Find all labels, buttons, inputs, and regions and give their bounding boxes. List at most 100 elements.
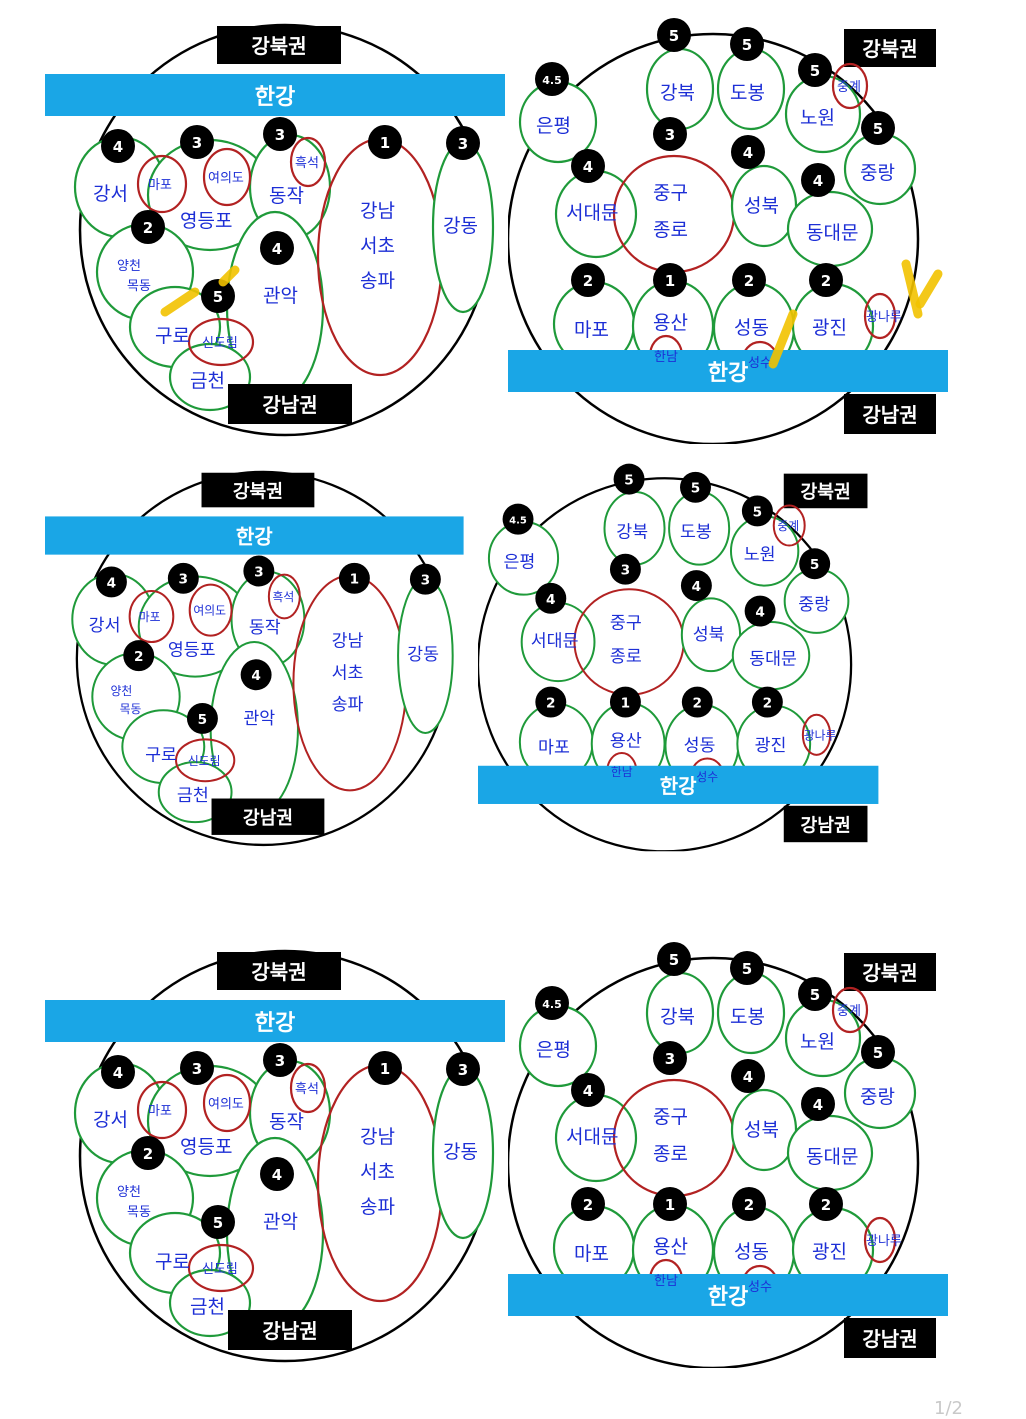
text-gangseo: 강서 (89, 616, 121, 636)
text-nowon: 노원 (744, 545, 776, 565)
text-nowon: 노원 (800, 1031, 835, 1053)
tier-badge-yeongdeungpo: 3 (180, 125, 214, 159)
text-eunpyeong: 은평 (536, 1039, 571, 1061)
tier-badge-yangcheon: 2 (123, 640, 155, 672)
north-label-box (783, 473, 868, 509)
gangbuk-diagram: 강북권 한강 은평 강북 도봉 노원 중계 중랑 서대문 중구 종로 성북 동대… (476, 463, 879, 853)
svg-text:4.5: 4.5 (542, 74, 562, 87)
panel-gangnam-1: 강북권 한강 강서 마포 여의도 영등포 동작 흑석 강남 서초 송파 강동 양… (45, 12, 525, 446)
north-label-box (201, 472, 315, 508)
tier-badge-seodaemun: 4 (571, 1073, 605, 1107)
han-river (45, 516, 464, 555)
south-label: 강남권 (262, 1319, 317, 1343)
text-jungnang: 중랑 (860, 1086, 895, 1108)
area-yeouido (202, 1073, 252, 1133)
text-gangdong: 강동 (407, 645, 439, 665)
text-yongsan: 용산 (610, 732, 642, 752)
text-songpa: 송파 (360, 1196, 395, 1218)
svg-text:3: 3 (665, 1050, 675, 1068)
text-hannam: 한남 (654, 350, 678, 365)
svg-text:2: 2 (583, 272, 593, 290)
han-river (508, 350, 948, 392)
svg-text:1: 1 (350, 572, 360, 588)
gangnam-diagram: 강북권 한강 강서 마포 여의도 영등포 동작 흑석 강남 서초 송파 강동 양… (45, 23, 505, 437)
text-gwangnaru: 광나루 (804, 728, 837, 742)
text-jongno: 종로 (653, 1143, 688, 1165)
svg-text:4: 4 (743, 1068, 753, 1086)
area-gwangnaru (801, 713, 832, 756)
tier-badge-dongjak: 3 (263, 117, 297, 151)
area-heukseok (289, 136, 327, 188)
tier-badge-eunpyeong: 4.5 (502, 503, 534, 535)
svg-text:4: 4 (546, 592, 556, 608)
text-dongdaemun: 동대문 (749, 650, 797, 670)
north-label-box (844, 29, 936, 67)
text-seongbuk: 성북 (744, 1119, 779, 1141)
text-yeouido: 여의도 (208, 1097, 244, 1112)
svg-text:5: 5 (810, 986, 820, 1004)
text-gangbuk: 강북 (616, 522, 648, 542)
south-label-box (844, 1318, 936, 1358)
text-geumcheon: 금천 (190, 370, 225, 392)
text-seongbuk: 성북 (744, 195, 779, 217)
text-sindorim: 신도림 (202, 336, 238, 351)
tier-badge-jungnang: 5 (861, 1035, 895, 1069)
svg-text:3: 3 (458, 1061, 468, 1079)
han-river (508, 1274, 948, 1316)
text-seocho: 서초 (332, 663, 364, 683)
text-seongsu: 성수 (748, 356, 772, 371)
north-label: 강북권 (801, 482, 851, 503)
north-label: 강북권 (251, 34, 306, 58)
svg-text:3: 3 (179, 572, 189, 588)
tier-badge-gangnam: 1 (368, 1051, 402, 1085)
text-seongsu: 성수 (748, 1280, 772, 1295)
text-gangdong: 강동 (443, 1141, 478, 1163)
text-gangnam: 강남 (360, 200, 395, 222)
text-gangbuk: 강북 (660, 1006, 695, 1028)
han-river-label: 한강 (708, 361, 748, 386)
text-seongbuk: 성북 (693, 625, 725, 645)
north-label: 강북권 (862, 37, 917, 61)
tier-badge-gangdong: 3 (446, 126, 480, 160)
han-river (478, 765, 879, 804)
svg-text:1: 1 (380, 1060, 390, 1078)
text-seongsu: 성수 (696, 770, 718, 784)
svg-text:4.5: 4.5 (542, 998, 562, 1011)
text-gangbuk: 강북 (660, 82, 695, 104)
svg-text:4: 4 (813, 172, 823, 190)
text-jongno: 종로 (653, 219, 688, 241)
area-heukseok (289, 1062, 327, 1114)
svg-text:4: 4 (272, 240, 282, 258)
text-dongjak: 동작 (269, 185, 304, 207)
text-yeouido: 여의도 (193, 604, 226, 618)
svg-text:1: 1 (380, 134, 390, 152)
panel-gangbuk-2: 강북권 한강 은평 강북 도봉 노원 중계 중랑 서대문 중구 종로 성북 동대… (476, 460, 906, 855)
text-junggu: 중구 (610, 613, 642, 633)
svg-text:3: 3 (254, 564, 264, 580)
svg-text:4: 4 (272, 1166, 282, 1184)
svg-text:2: 2 (134, 649, 144, 665)
text-gwanak: 관악 (243, 709, 275, 729)
svg-text:4: 4 (583, 1082, 593, 1100)
north-label: 강북권 (251, 960, 306, 984)
han-river-label: 한강 (236, 525, 273, 549)
tier-badge-junggu: 3 (609, 553, 641, 585)
tier-badge-nowon: 5 (798, 53, 832, 87)
svg-text:3: 3 (621, 563, 631, 579)
text-geumcheon: 금천 (177, 786, 209, 806)
tier-badge-dongjak: 3 (263, 1043, 297, 1077)
svg-text:4: 4 (113, 138, 123, 156)
area-sindorim (175, 738, 236, 783)
svg-text:5: 5 (669, 951, 679, 969)
svg-text:4: 4 (755, 605, 765, 621)
text-yeongdeungpo: 영등포 (180, 1136, 232, 1158)
panel-gangnam-2: 강북권 한강 강서 마포 여의도 영등포 동작 흑석 강남 서초 송파 강동 양… (45, 460, 482, 855)
text-junggye: 중계 (777, 519, 799, 533)
svg-text:4.5: 4.5 (509, 516, 527, 527)
svg-text:2: 2 (821, 272, 831, 290)
area-junggye (772, 504, 806, 547)
text-gwanak: 관악 (263, 1211, 298, 1233)
text-sindorim: 신도림 (202, 1262, 238, 1277)
tier-badge-gwanak: 4 (260, 231, 294, 265)
svg-text:2: 2 (693, 696, 703, 712)
